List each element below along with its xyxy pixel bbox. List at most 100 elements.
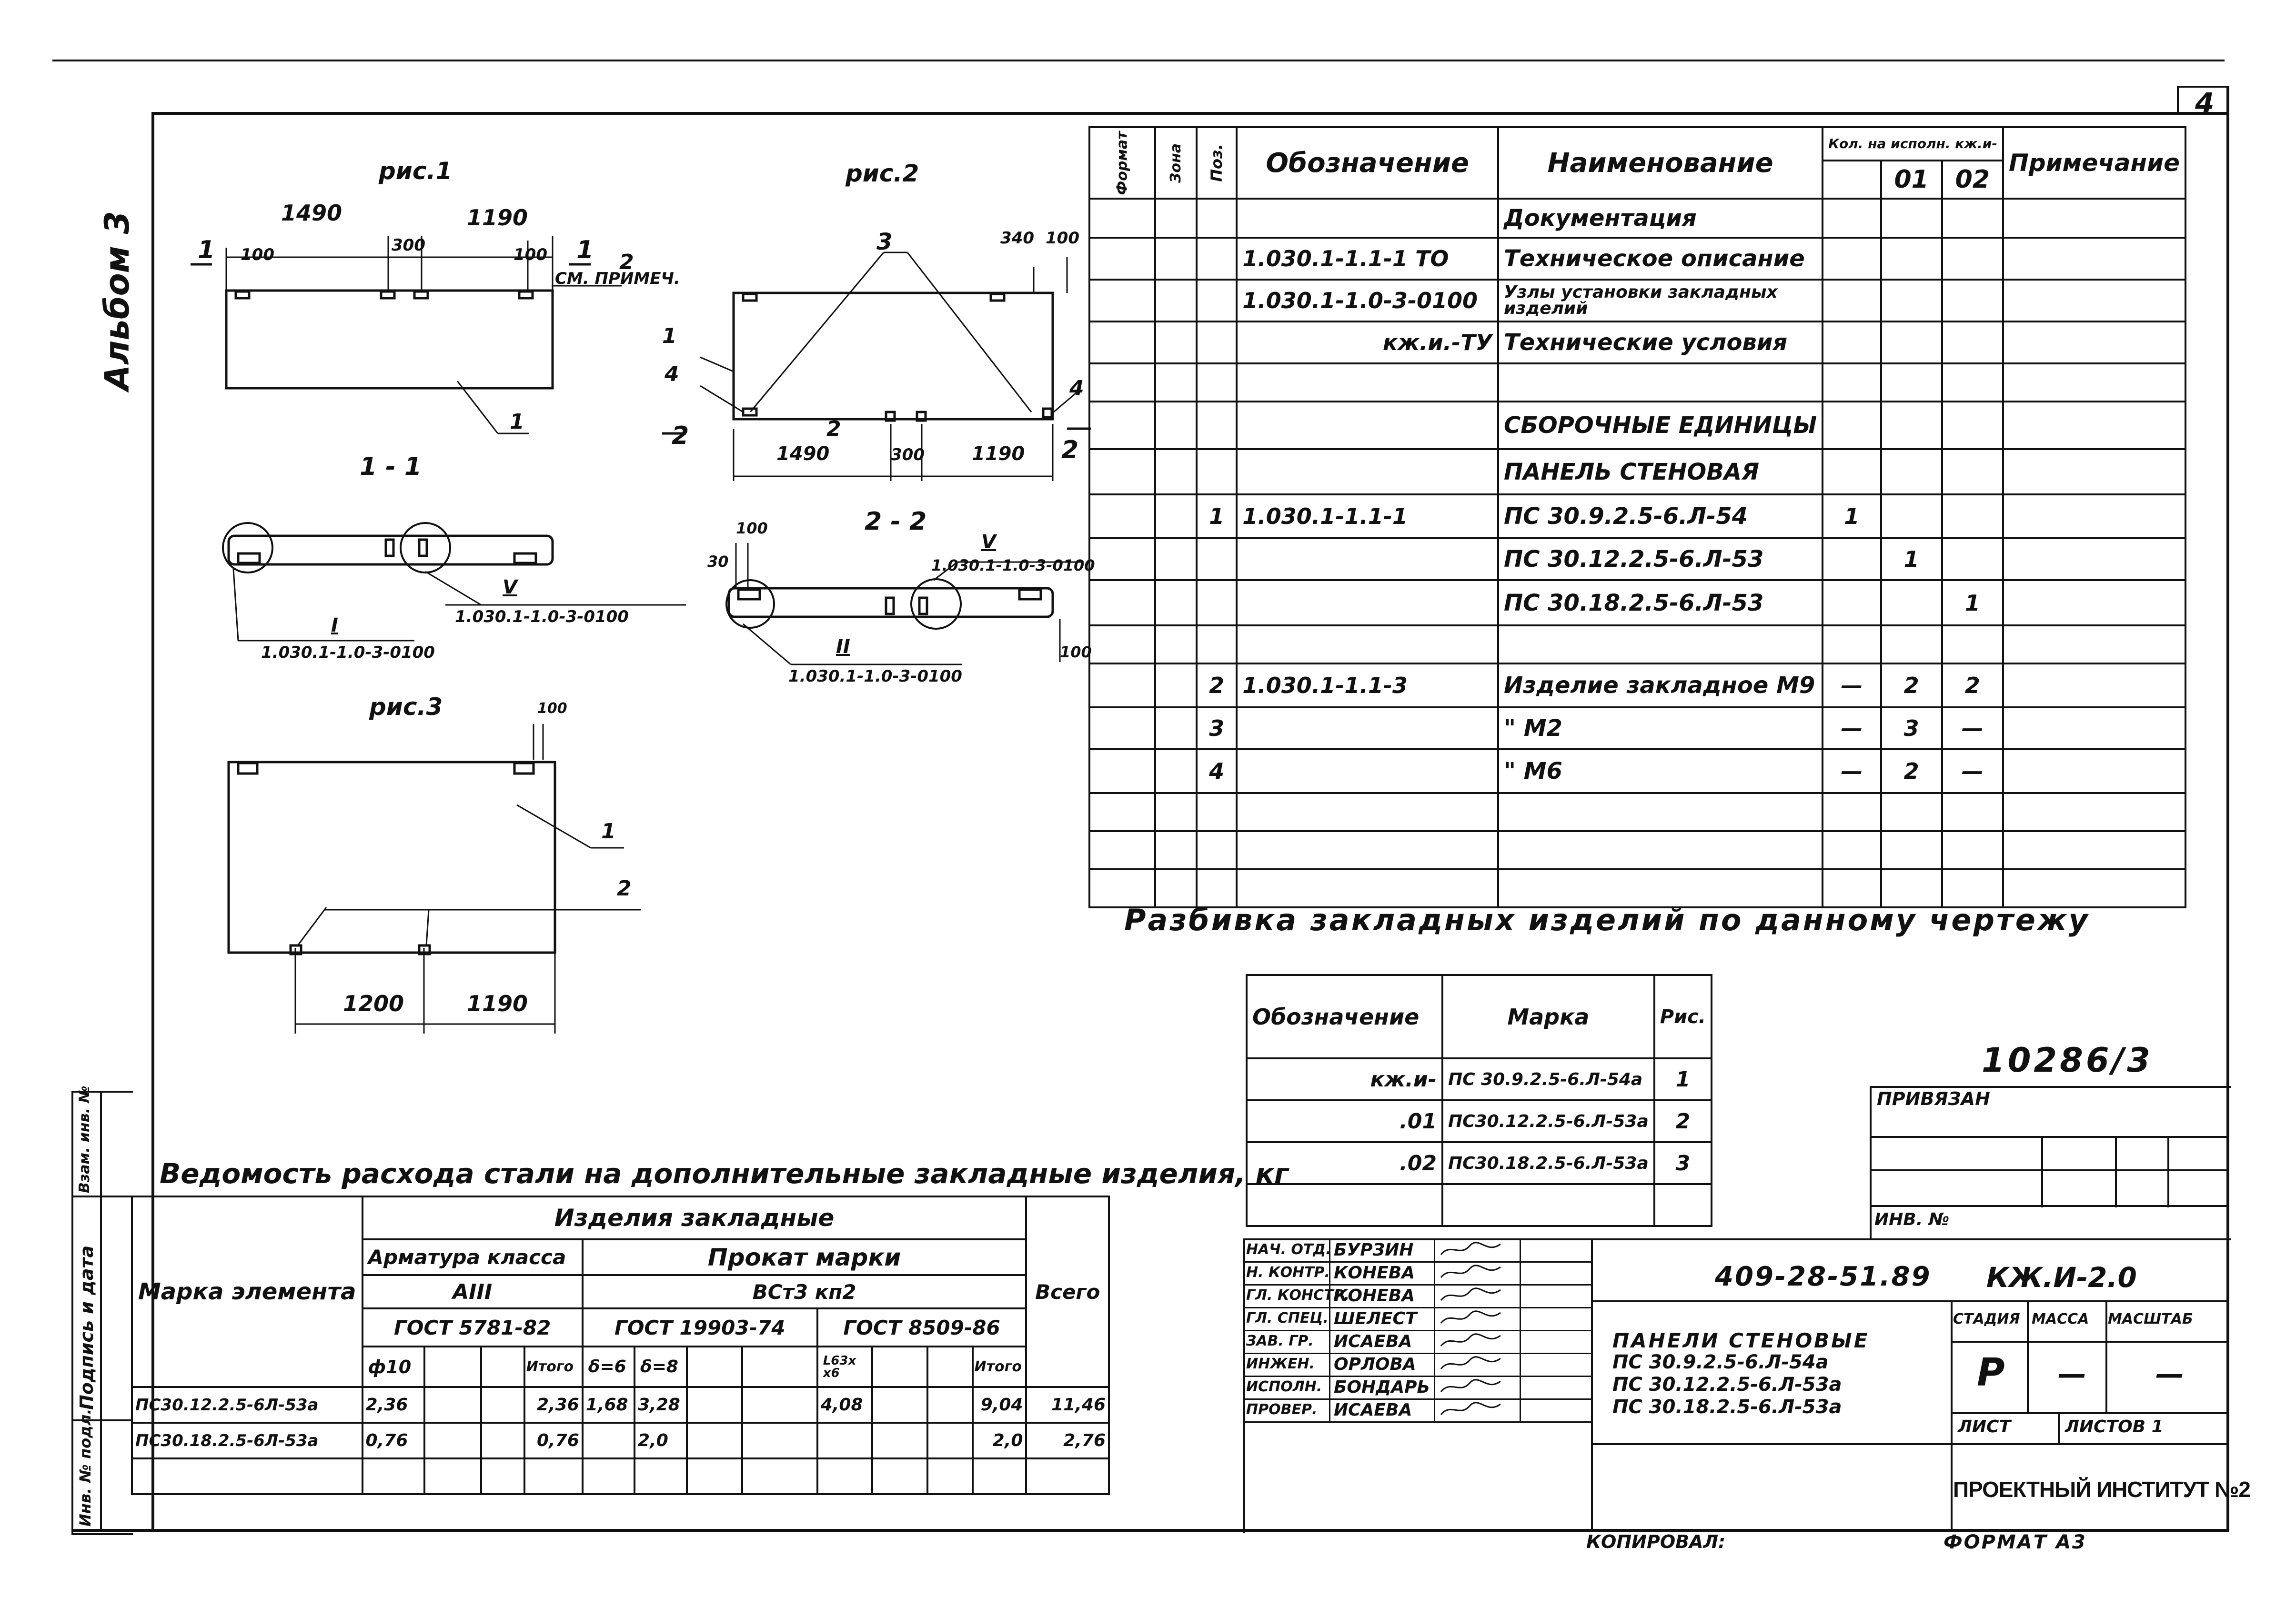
spec-row <box>1088 624 2187 664</box>
spec-q2-cell <box>1941 448 2004 495</box>
role-name: Исаева <box>1334 1332 1412 1351</box>
role-title: Зав. гр. <box>1246 1333 1314 1349</box>
spec-name-cell <box>1497 868 1824 908</box>
linked-row2 <box>1870 1169 2229 1171</box>
breakdown-fig-cell: 1 <box>1653 1057 1713 1101</box>
sec22-title: 2 - 2 <box>865 507 927 536</box>
steel-d10-cell: 2,36 <box>361 1386 425 1424</box>
spec-designation-cell <box>1236 868 1500 908</box>
steel-h-mark: Марка элемента <box>131 1196 363 1388</box>
sec11-node-i-ref: 1.030.1-1.0-3-0100 <box>261 643 435 662</box>
steel-h-blank4 <box>741 1346 818 1388</box>
spec-designation-cell <box>1236 624 1500 664</box>
spec-header-row: Формат Зона Поз. Обозначение Наименовани… <box>1088 126 2187 200</box>
steel-empty-cell <box>871 1457 928 1495</box>
spec-h-qty01: 01 <box>1880 160 1943 200</box>
role-divider-2 <box>1434 1261 1435 1284</box>
spec-format-cell <box>1088 748 1156 794</box>
role-divider-2 <box>1434 1353 1435 1376</box>
steel-h3: АIII ВСт3 кп2 <box>132 1274 1109 1309</box>
steel-total-cell: 11,46 <box>1025 1386 1110 1424</box>
spec-q1-cell <box>1880 279 1943 322</box>
spec-q0-cell: — <box>1822 706 1882 750</box>
steel-it2-cell <box>971 1457 1027 1495</box>
spec-row <box>1088 868 2187 908</box>
spec-q2-cell: — <box>1941 748 2004 794</box>
role-name: Бурзин <box>1334 1240 1414 1260</box>
spec-h-pos: Поз. <box>1195 126 1238 200</box>
spec-name-cell: Изделие закладное М9 <box>1497 663 1824 708</box>
spec-format-cell <box>1088 868 1156 908</box>
spec-designation-cell: кж.и.-ТУ <box>1236 321 1500 364</box>
spec-q0-cell: 1 <box>1822 493 1882 539</box>
spec-zone-cell <box>1154 237 1198 281</box>
role-divider <box>1329 1376 1330 1398</box>
role-divider <box>1329 1330 1330 1353</box>
tb-mass: — <box>2058 1357 2086 1391</box>
spec-q2-cell <box>1941 624 2004 664</box>
spec-q2-cell <box>1941 792 2004 832</box>
linked-row3 <box>1870 1205 2229 1207</box>
breakdown-fig-cell: 3 <box>1653 1141 1713 1185</box>
steel-mark-cell: ПС30.12.2.5-6Л-53а <box>131 1386 363 1424</box>
frame-right <box>2226 86 2229 1531</box>
spec-format-cell <box>1088 237 1156 281</box>
tb-doc-mark: КЖ.И-2.0 <box>1986 1261 2137 1294</box>
steel-d6-cell: 1,68 <box>581 1386 636 1424</box>
spec-zone-cell <box>1154 493 1198 539</box>
tb-col-sheets <box>2058 1412 2060 1443</box>
spec-row: 4" М6—2— <box>1088 748 2187 794</box>
sidebar-replaces: Взам. инв. № <box>76 1085 93 1193</box>
titleblock-role-row: Нач. отд.Бурзин <box>1243 1238 1591 1263</box>
sec11-node-v: V <box>503 576 517 598</box>
breakdown-designation-cell: .02 <box>1246 1141 1443 1185</box>
steel-l63-cell <box>816 1422 874 1459</box>
steel-h1: Марка элемента Изделия закладные Всего <box>131 1196 1110 1388</box>
spec-pos-cell <box>1195 624 1238 664</box>
sidebar-inv-orig: Инв. № подл. <box>76 1408 94 1527</box>
fig2-callout-4a: 4 <box>665 362 679 386</box>
role-title: Гл. спец. <box>1246 1310 1329 1327</box>
steel-empty-cell <box>423 1386 482 1424</box>
spec-q1-cell: 3 <box>1880 706 1943 750</box>
steel-mark-cell: ПС30.18.2.5-6Л-53а <box>131 1422 363 1459</box>
spec-zone-cell <box>1154 321 1198 364</box>
copied-by-label: Копировал: <box>1586 1531 1726 1552</box>
fig2-section-right: 2 <box>1061 436 1079 464</box>
spec-q1-cell <box>1880 198 1943 239</box>
fig1-section-left: 1 <box>198 236 215 264</box>
titleblock-role-row: Гл. спец.Шелест <box>1243 1307 1591 1331</box>
signature-mark <box>1440 1287 1501 1301</box>
linked-col1 <box>2041 1136 2043 1207</box>
linked-inv-label: Инв. № <box>1874 1210 1950 1229</box>
spec-name-cell: Сборочные единицы <box>1497 401 1824 450</box>
steel-h-d6: δ=6 <box>581 1346 636 1388</box>
spec-name-cell: Узлы установки закладных изделий <box>1497 279 1824 322</box>
spec-note-cell <box>2002 663 2187 708</box>
spec-pos-cell <box>1195 401 1238 450</box>
spec-format-cell <box>1088 362 1156 402</box>
steel-h-rebar: Арматура класса <box>361 1238 584 1276</box>
role-divider <box>1329 1353 1330 1376</box>
fig2-title: рис.2 <box>846 160 919 187</box>
spec-zone-cell <box>1154 579 1198 626</box>
spec-q1-cell <box>1880 401 1943 450</box>
steel-d6-cell <box>581 1422 636 1459</box>
spec-designation-cell <box>1236 362 1500 402</box>
spec-q1-cell: 2 <box>1880 748 1943 794</box>
spec-q2-cell <box>1941 830 2004 870</box>
spec-format-cell <box>1088 579 1156 626</box>
spec-designation-cell <box>1236 448 1500 495</box>
steel-empty-cell <box>926 1386 974 1424</box>
linked-label: Привязан <box>1877 1088 1990 1109</box>
role-divider-3 <box>1520 1261 1521 1284</box>
role-title: Исполн. <box>1246 1378 1322 1395</box>
steel-h-itogo: Итого <box>523 1346 584 1388</box>
spec-designation-cell <box>1236 579 1500 626</box>
sidebar-sign-date: Подпись и дата <box>76 1245 97 1410</box>
spec-row: Документация <box>1088 198 2187 239</box>
spec-note-cell <box>2002 830 2187 870</box>
spec-q2-cell: 1 <box>1941 579 2004 626</box>
steel-empty-cell <box>871 1422 928 1459</box>
role-divider-3 <box>1520 1398 1521 1421</box>
